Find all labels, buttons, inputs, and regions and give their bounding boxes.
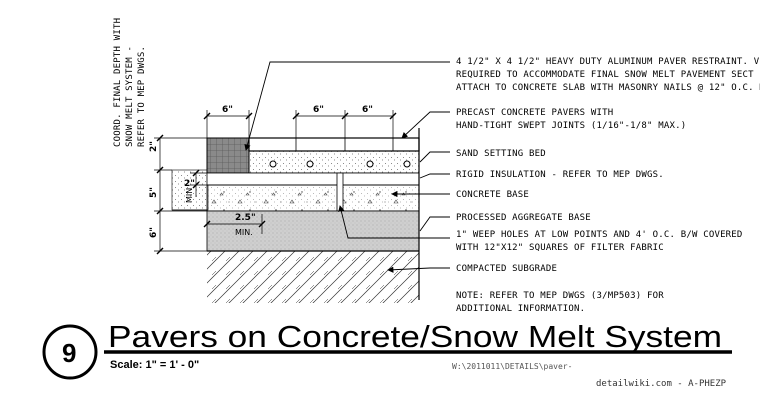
note-subgrade: COMPACTED SUBGRADE [456,264,557,274]
dim-concrete-depth: 5" [149,187,159,198]
note-pavers-1: PRECAST CONCRETE PAVERS WITH [456,108,613,118]
section-drawing [171,128,420,303]
note-concrete: CONCRETE BASE [456,190,529,200]
detail-number-circle [42,324,98,380]
note-restraint-1: 4 1/2" X 4 1/2" HEAVY DUTY ALUMINUM PAVE… [456,57,760,67]
note-sand: SAND SETTING BED [456,149,546,159]
snow-melt-tube [269,160,277,168]
svg-text:SNOW MELT SYSTEM -: SNOW MELT SYSTEM - [125,46,135,147]
svg-text:COORD. FINAL DEPTH WITH: COORD. FINAL DEPTH WITH [113,18,123,147]
dim-paver-width: 6" [362,105,373,115]
note-restraint-2: REQUIRED TO ACCOMMODATE FINAL SNOW MELT … [456,70,754,80]
title-block: 9 Pavers on Concrete/Snow Melt System Sc… [42,319,732,389]
note-insulation: RIGID INSULATION - REFER TO MEP DWGS. [456,170,664,180]
dim-restraint-width: 6" [222,105,233,115]
snow-melt-tube [306,160,314,168]
detail-scale: Scale: 1" = 1' - 0" [110,359,199,371]
snow-melt-tube [403,160,411,168]
weep-hole [336,172,344,212]
rigid-insulation [206,172,420,186]
note-reference-2: ADDITIONAL INFORMATION. [456,304,585,314]
precast-pavers-layer [248,137,420,152]
note-weep-1: 1" WEEP HOLES AT LOW POINTS AND 4' O.C. … [456,230,743,240]
dim-insulation-depth: 2" [184,179,195,189]
snow-melt-tube [366,160,374,168]
dim-insulation-min: MIN [185,188,194,203]
watermark: detailwiki.com - A-PHEZP [596,379,727,389]
file-path: W:\2011011\DETAILS\paver- [452,362,572,371]
note-weep-2: WITH 12"X12" SQUARES OF FILTER FABRIC [456,243,664,253]
dim-edge-min: MIN. [235,228,253,237]
coordination-note: COORD. FINAL DEPTH WITH SNOW MELT SYSTEM… [113,18,147,147]
paver-restraint [206,137,250,174]
compacted-subgrade [207,251,419,303]
leader-lines [244,61,450,273]
svg-text:REFER TO MEP DWGS.: REFER TO MEP DWGS. [137,46,147,147]
dim-aggregate-depth: 6" [149,227,159,238]
detail-number: 9 [62,338,76,368]
concrete-edge-band [171,169,209,211]
dim-paver-depth: 2" [149,141,159,152]
dim-paver-width: 6" [313,105,324,115]
note-aggregate: PROCESSED AGGREGATE BASE [456,213,591,223]
dim-edge-setback: 2.5" [235,213,256,223]
dimension-ticks [156,112,397,255]
detail-title: Pavers on Concrete/Snow Melt System [108,319,722,354]
note-pavers-2: HAND-TIGHT SWEPT JOINTS (1/16"-1/8" MAX.… [456,121,686,131]
note-restraint-3: ATTACH TO CONCRETE SLAB WITH MASONRY NAI… [456,83,760,93]
note-reference-1: NOTE: REFER TO MEP DWGS (3/MP503) FOR [456,291,664,301]
